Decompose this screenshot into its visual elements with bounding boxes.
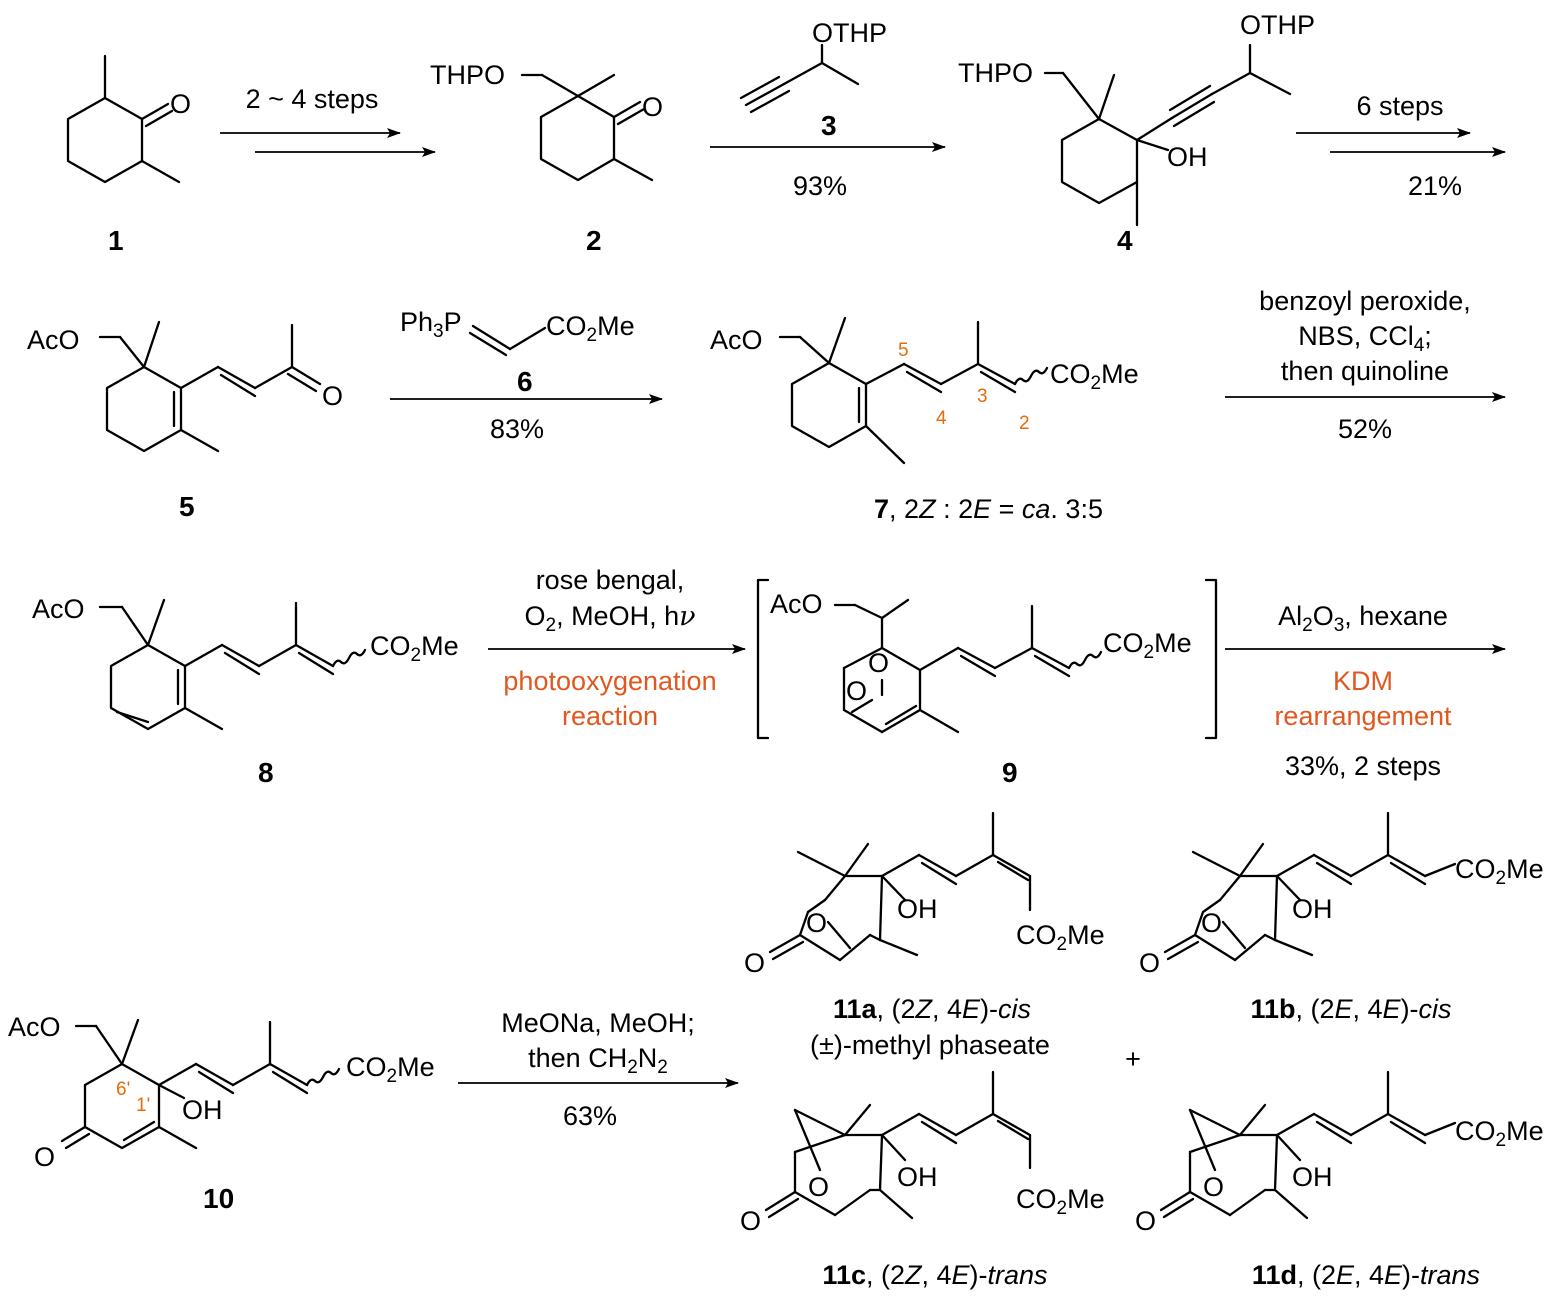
compound-11c-structure (764, 1070, 1032, 1220)
compound-10-label: 10 (203, 1183, 234, 1214)
step-1-conditions: 2 ~ 4 steps (246, 84, 379, 114)
compound-11b-ester: CO2Me (1455, 854, 1544, 889)
compound-8-structure (98, 598, 367, 731)
compound-5-label: 5 (179, 491, 195, 522)
compound-7-ester: CO2Me (1050, 359, 1139, 394)
compound-8-aco: AcO (32, 594, 85, 624)
arrow-step-1 (220, 128, 436, 157)
compound-10-structure (60, 1018, 341, 1150)
compound-9-structure (833, 598, 1103, 734)
locant-1-prime: 1' (136, 1095, 150, 1116)
step-5-yield: 52% (1338, 414, 1392, 444)
reagent-6-label: 6 (517, 366, 533, 397)
compound-2-thpo: THPO (430, 60, 505, 90)
step-5-line2: NBS, CCl4; (1298, 321, 1432, 356)
compound-11a-caption: 11a, (2Z, 4E)-cis (833, 994, 1031, 1024)
locant-5: 5 (898, 340, 909, 361)
step-8-line1: MeONa, MeOH; (501, 1008, 695, 1038)
compound-9-peroxide-o2: O (846, 676, 867, 706)
compound-11a-oh: OH (897, 894, 938, 924)
compound-4-structure (1043, 43, 1292, 227)
step-8-line2: then CH2N2 (528, 1043, 668, 1078)
step-3-conditions: 6 steps (1356, 91, 1443, 121)
step-6-line2: O2, MeOH, hν (524, 601, 695, 636)
compound-8-ester: CO2Me (370, 631, 459, 666)
compound-11c-caption: 11c, (2Z, 4E)-trans (822, 1260, 1047, 1290)
plus-sign: + (1125, 1044, 1141, 1074)
compound-2-structure (520, 73, 654, 182)
compound-11c-ester: CO2Me (1016, 1184, 1105, 1219)
compound-5-oxygen: O (322, 381, 343, 411)
compound-4-label: 4 (1117, 225, 1133, 256)
locant-6-prime: 6' (116, 1079, 130, 1100)
compound-1-label: 1 (108, 225, 124, 256)
compound-1-oxygen: O (170, 89, 191, 119)
step-7-name-line1: KDM (1333, 666, 1393, 696)
compound-11b-ketone-o: O (1139, 948, 1160, 978)
compound-4-thpo: THPO (958, 58, 1033, 88)
compound-9-label: 9 (1002, 757, 1018, 788)
compound-10-oh: OH (182, 1095, 223, 1125)
compound-10-aco: AcO (8, 1012, 61, 1042)
compound-2-label: 2 (586, 225, 602, 256)
compound-11c-bridge-o: O (808, 1172, 829, 1202)
reagent-6-ester: CO2Me (546, 311, 635, 346)
step-4-yield: 83% (490, 414, 544, 444)
compound-11d-ester: CO2Me (1455, 1116, 1544, 1151)
compound-1-structure (66, 54, 181, 184)
compound-11a-structure (768, 811, 1032, 962)
compound-7-aco: AcO (710, 325, 763, 355)
step-5-line3: then quinoline (1281, 356, 1449, 386)
compound-7-structure (778, 316, 1049, 465)
compound-11b-structure (1163, 811, 1457, 962)
compound-5-structure (98, 320, 322, 453)
step-2-yield: 93% (793, 171, 847, 201)
compound-11a-ester: CO2Me (1016, 920, 1105, 955)
step-6-name-line1: photooxygenation (503, 666, 716, 696)
compound-9-brackets (756, 578, 1218, 740)
reagent-3-structure (739, 43, 860, 114)
compound-11b-oh: OH (1292, 894, 1333, 924)
compound-11d-caption: 11d, (2E, 4E)-trans (1252, 1260, 1480, 1290)
compound-11a-ketone-o: O (744, 948, 765, 978)
compound-9-peroxide-o1: O (868, 648, 889, 678)
step-7-line1: Al2O3, hexane (1278, 601, 1448, 636)
reagent-3-othp: OTHP (812, 18, 887, 48)
compound-11d-ketone-o: O (1135, 1206, 1156, 1236)
compound-11c-oh: OH (897, 1162, 938, 1192)
locant-4: 4 (936, 408, 947, 429)
reagent-6-ph3p: Ph3P (400, 307, 462, 342)
compound-2-oxygen: O (642, 92, 663, 122)
compound-7-caption: 7, 2Z : 2E = ca. 3:5 (874, 494, 1103, 524)
compound-11b-bridge-o: O (1201, 908, 1222, 938)
compound-11d-bridge-o: O (1203, 1172, 1224, 1202)
compound-11b-caption: 11b, (2E, 4E)-cis (1250, 994, 1451, 1024)
step-6-name-line2: reaction (562, 701, 658, 731)
compound-4-oh: OH (1167, 142, 1208, 172)
compound-5-aco: AcO (27, 325, 80, 355)
step-7-name-line2: rearrangement (1274, 701, 1452, 731)
locant-3: 3 (977, 386, 988, 407)
compound-8-label: 8 (258, 757, 274, 788)
compound-11c-ketone-o: O (740, 1206, 761, 1236)
step-5-line1: benzoyl peroxide, (1259, 286, 1471, 316)
compound-11a-bridge-o: O (806, 908, 827, 938)
reagent-3-label: 3 (821, 110, 837, 141)
compound-9-ester: CO2Me (1103, 628, 1192, 663)
step-8-yield: 63% (563, 1101, 617, 1131)
compound-11a-name: (±)-methyl phaseate (810, 1030, 1050, 1060)
step-3-yield: 21% (1408, 171, 1462, 201)
reagent-6-structure (468, 324, 547, 357)
compound-11d-oh: OH (1292, 1162, 1333, 1192)
locant-2: 2 (1019, 413, 1030, 434)
compound-11d-structure (1159, 1070, 1457, 1220)
compound-10-ketone-o: O (34, 1142, 55, 1172)
arrow-step-3 (1296, 128, 1506, 157)
compound-4-othp: OTHP (1240, 10, 1315, 40)
step-6-line1: rose bengal, (536, 565, 685, 595)
step-7-yield: 33%, 2 steps (1285, 751, 1441, 781)
compound-10-ester: CO2Me (346, 1052, 435, 1087)
compound-9-aco: AcO (770, 589, 823, 619)
